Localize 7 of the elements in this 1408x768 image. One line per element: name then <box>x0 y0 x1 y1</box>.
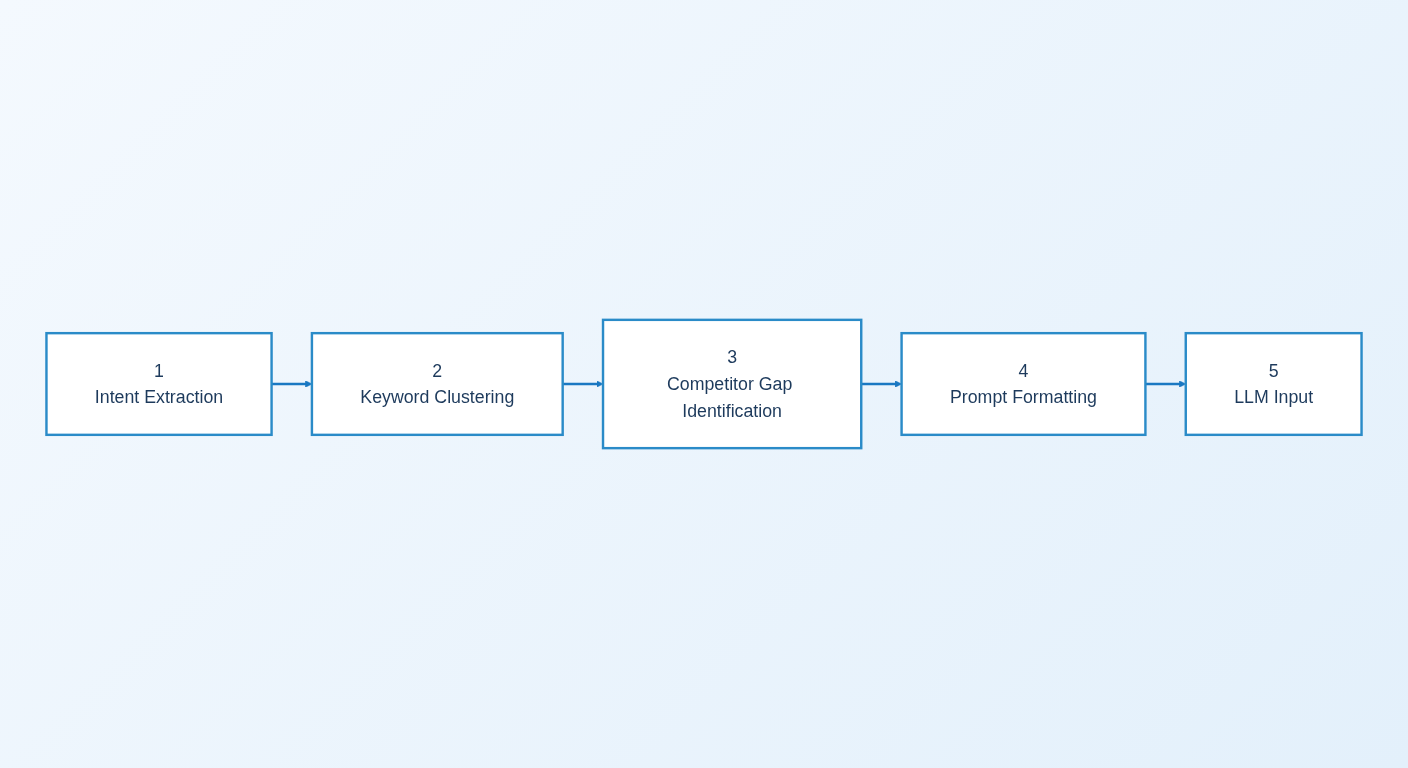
node-box: 5 LLM Input <box>1184 331 1363 437</box>
node-box: 3 Competitor Gap Identification <box>601 318 863 450</box>
node-box: 1 Intent Extraction <box>45 331 273 437</box>
arrow <box>861 380 902 388</box>
node-box: 2 Keyword Clustering <box>310 331 564 437</box>
node-box: 4 Prompt Formatting <box>900 331 1147 437</box>
arrow <box>562 380 604 388</box>
